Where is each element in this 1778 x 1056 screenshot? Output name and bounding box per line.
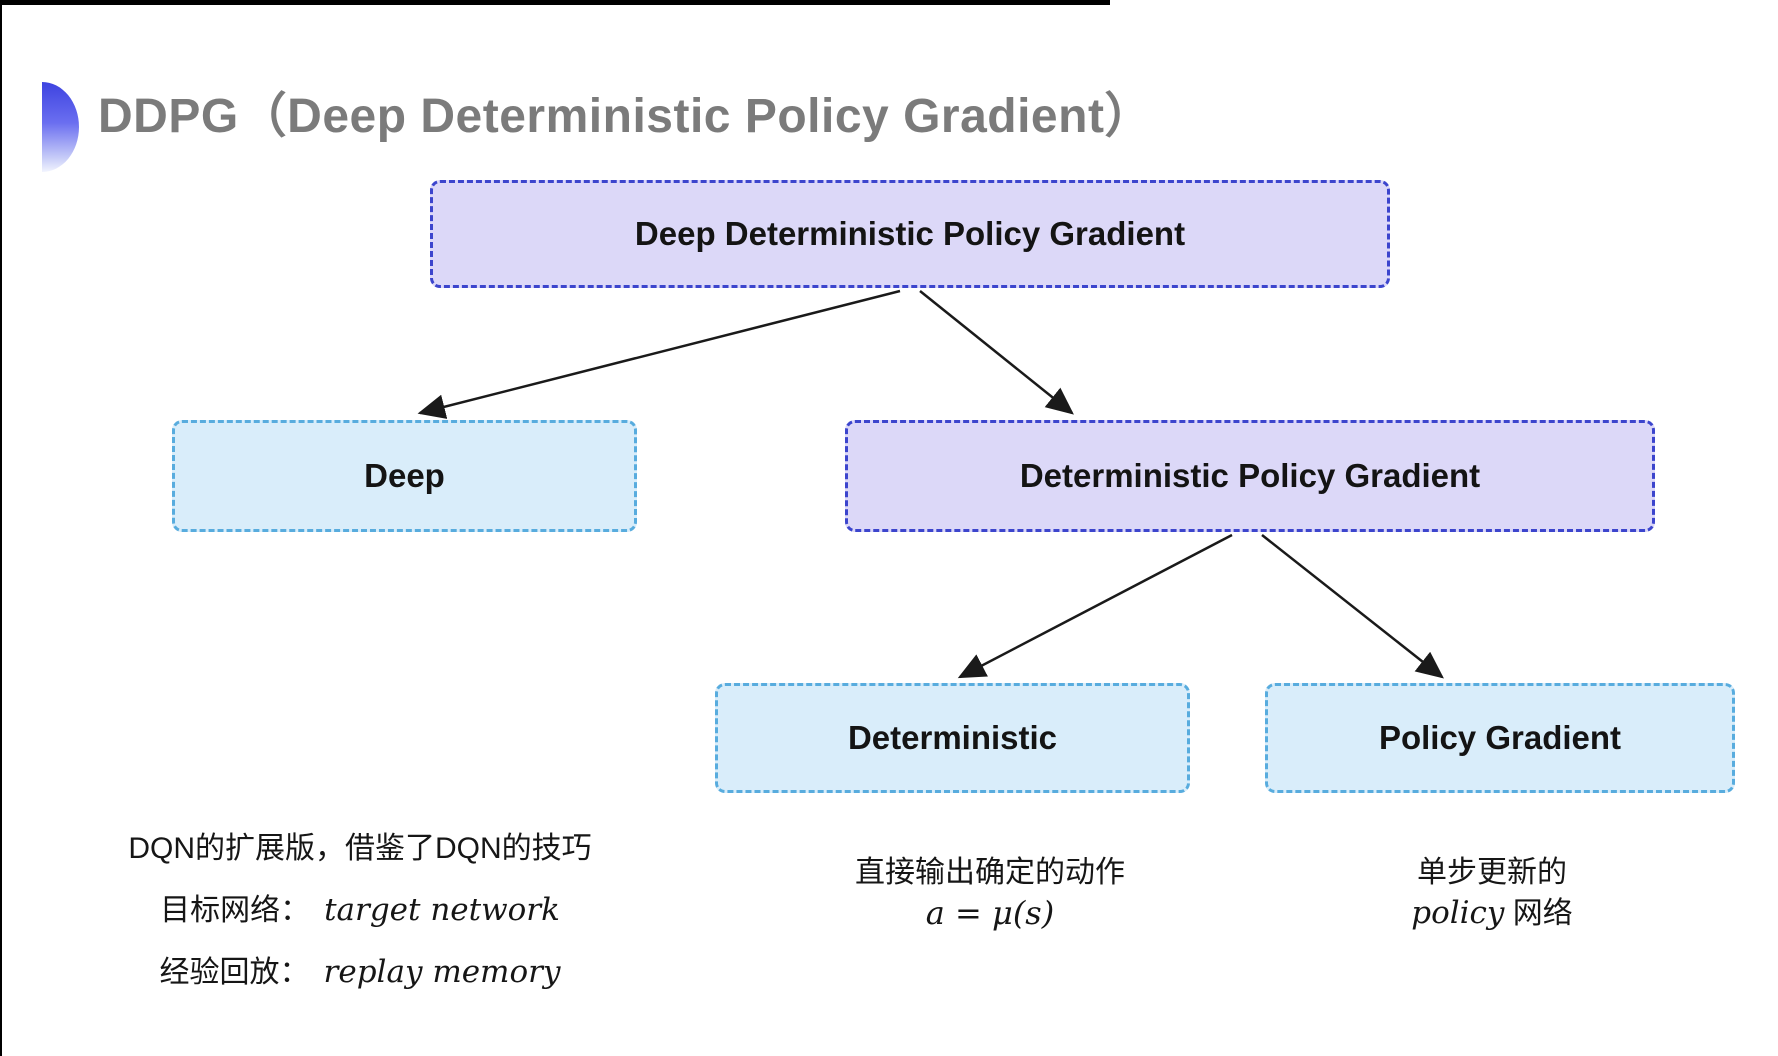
- tree-node-deterministic-label: Deterministic: [847, 719, 1058, 756]
- arrow-root-to-dpg: [919, 290, 1074, 415]
- note-deep-line3: 经验回放： replay memory: [110, 955, 610, 990]
- bullet-semicircle-icon: [42, 82, 79, 172]
- note-deterministic-line1: 直接输出确定的动作: [855, 856, 1125, 889]
- tree-node-dpg-label: Deterministic Policy Gradient: [1019, 457, 1481, 494]
- note-policy-gradient-line1: 单步更新的: [1417, 856, 1567, 889]
- note-deep-line1: DQN的扩展版，借鉴了DQN的技巧: [128, 832, 592, 865]
- note-deep-line3-zh: 经验回放：: [159, 956, 310, 989]
- tree-node-root: Deep Deterministic Policy Gradient: [430, 180, 1390, 288]
- tree-node-root-label: Deep Deterministic Policy Gradient: [634, 215, 1186, 252]
- page-title: DDPG（Deep Deterministic Policy Gradient）: [98, 90, 1153, 143]
- note-policy-gradient-line2-en: policy: [1411, 895, 1505, 931]
- note-policy-gradient-line2: policy 网络: [1292, 896, 1692, 931]
- note-deep-line3-en: replay memory: [323, 954, 561, 990]
- note-deterministic: 直接输出确定的动作 a = μ(s): [790, 856, 1190, 936]
- tree-node-policy-gradient-label: Policy Gradient: [1378, 719, 1622, 756]
- frame-left-edge: [0, 0, 2, 1056]
- note-deep: DQN的扩展版，借鉴了DQN的技巧 目标网络： target network 经验…: [110, 832, 610, 1017]
- tree-node-deep-label: Deep: [364, 457, 445, 494]
- note-deep-line2: 目标网络： target network: [110, 893, 610, 928]
- tree-node-deterministic-policy-gradient: Deterministic Policy Gradient: [845, 420, 1655, 532]
- tree-node-deterministic: Deterministic: [715, 683, 1190, 793]
- tree-node-deep: Deep: [172, 420, 637, 532]
- note-deep-line2-zh: 目标网络：: [160, 894, 311, 927]
- frame-top-bar: [0, 0, 1110, 5]
- note-policy-gradient: 单步更新的 policy 网络: [1292, 856, 1692, 937]
- note-deep-line2-en: target network: [324, 892, 560, 928]
- note-policy-gradient-line2-zh: 网络: [1504, 897, 1573, 930]
- note-deterministic-formula: a = μ(s): [925, 894, 1055, 932]
- arrow-dpg-to-policy-gradient: [1261, 534, 1444, 679]
- arrow-root-to-deep: [417, 289, 901, 419]
- arrow-dpg-to-deterministic: [957, 533, 1233, 679]
- tree-node-policy-gradient: Policy Gradient: [1265, 683, 1735, 793]
